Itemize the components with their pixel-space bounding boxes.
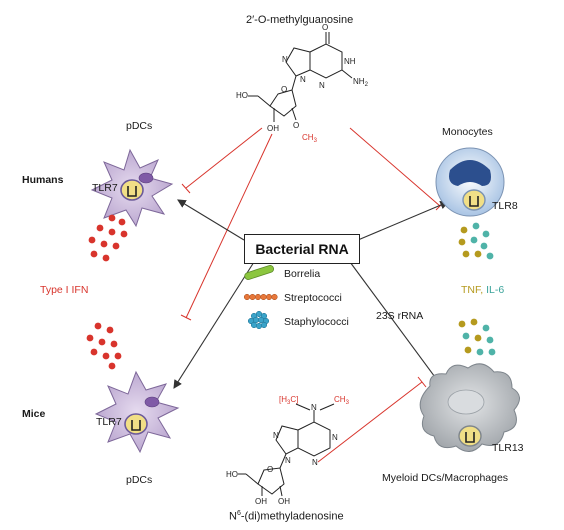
svg-text:OH: OH — [278, 497, 290, 506]
svg-text:[H3C]: [H3C] — [279, 395, 298, 406]
svg-text:CH3: CH3 — [302, 133, 318, 144]
svg-text:HO: HO — [226, 470, 238, 479]
myeloid-label: Myeloid DCs/Macrophages — [382, 472, 509, 484]
methylguanosine-atoms: O NH N N N NH2 HO OH O O CH3 — [236, 23, 369, 144]
cytokine-dots-bottom — [458, 318, 496, 356]
cytokine-dots-top — [458, 222, 494, 260]
svg-text:N: N — [311, 403, 317, 412]
svg-text:N: N — [319, 81, 325, 90]
cluster-cocci-icon — [247, 310, 270, 330]
inhibit-bottom-to-macrophage — [317, 381, 423, 463]
tlr7-receptor-icon — [120, 179, 144, 201]
chain-cocci-icon — [243, 293, 278, 301]
svg-text:HO: HO — [236, 91, 248, 100]
mice-label: Mice — [22, 408, 46, 420]
svg-text:O: O — [281, 85, 287, 94]
svg-text:OH: OH — [255, 497, 267, 506]
mouse-pdc-cell — [94, 370, 180, 454]
bottom-molecule-label: N6-(di)methyladenosine — [229, 510, 344, 523]
svg-text:N: N — [300, 75, 306, 84]
staphylococci-label: Staphylococci — [284, 316, 349, 328]
activation-arrows — [173, 199, 450, 393]
inhibition-lines — [180, 127, 445, 463]
svg-text:N: N — [273, 431, 279, 440]
methylguanosine-structure — [248, 32, 353, 122]
svg-text:O: O — [322, 23, 328, 32]
svg-text:N: N — [312, 458, 318, 467]
pdcs-top-label: pDCs — [126, 120, 153, 132]
svg-text:O: O — [267, 465, 273, 474]
svg-text:N: N — [282, 55, 288, 64]
arrow-to-human-pdc — [177, 199, 245, 241]
23s-rrna-label: 23S rRNA — [376, 310, 424, 322]
ifn-dots-bottom — [86, 322, 122, 370]
methyladenosine-structure — [238, 403, 335, 497]
ifn-dots-top — [88, 214, 128, 262]
monocytes-label: Monocytes — [442, 126, 493, 138]
svg-text:NH2: NH2 — [353, 77, 369, 88]
svg-text:O: O — [293, 121, 299, 130]
inhibit-top-to-monocyte — [349, 127, 441, 207]
humans-label: Humans — [22, 174, 64, 186]
svg-text:CH3: CH3 — [334, 395, 350, 406]
arrow-to-macrophage — [349, 261, 447, 393]
tlr7-bottom-label: TLR7 — [96, 416, 122, 428]
tlr7-receptor-icon-bottom — [124, 413, 148, 435]
tlr8-label: TLR8 — [492, 200, 518, 212]
inhibit-top-to-mouse-pdc — [185, 133, 273, 319]
arrow-to-monocyte — [357, 200, 450, 241]
monocyte-cell — [435, 147, 505, 217]
tlr13-label: TLR13 — [492, 442, 524, 454]
tlr13-receptor-icon — [458, 425, 482, 447]
pdcs-bottom-label: pDCs — [126, 474, 153, 486]
arrow-to-mouse-pdc — [173, 261, 255, 389]
svg-text:N: N — [285, 456, 291, 465]
spiral-rod-icon — [244, 265, 274, 280]
methyladenosine-atoms: [H3C] N CH3 N N N N HO O OH OH — [226, 395, 350, 506]
streptococci-label: Streptococci — [284, 292, 342, 304]
svg-text:OH: OH — [267, 124, 279, 133]
svg-text:NH: NH — [344, 57, 356, 66]
top-molecule-label: 2′-O-methylguanosine — [246, 14, 354, 26]
borrelia-label: Borrelia — [284, 268, 321, 280]
type-i-ifn-label: Type I IFN — [40, 284, 89, 296]
inhibit-top-to-human-pdc — [185, 127, 263, 189]
tlr7-top-label: TLR7 — [92, 182, 118, 194]
human-pdc-cell — [90, 148, 174, 228]
bacterial-rna-box: Bacterial RNA — [244, 234, 360, 264]
macrophage-cell — [419, 363, 520, 452]
tnf-il6-label: TNF, IL-6 — [461, 284, 505, 296]
tlr8-receptor-icon — [462, 189, 486, 211]
svg-text:N: N — [332, 433, 338, 442]
